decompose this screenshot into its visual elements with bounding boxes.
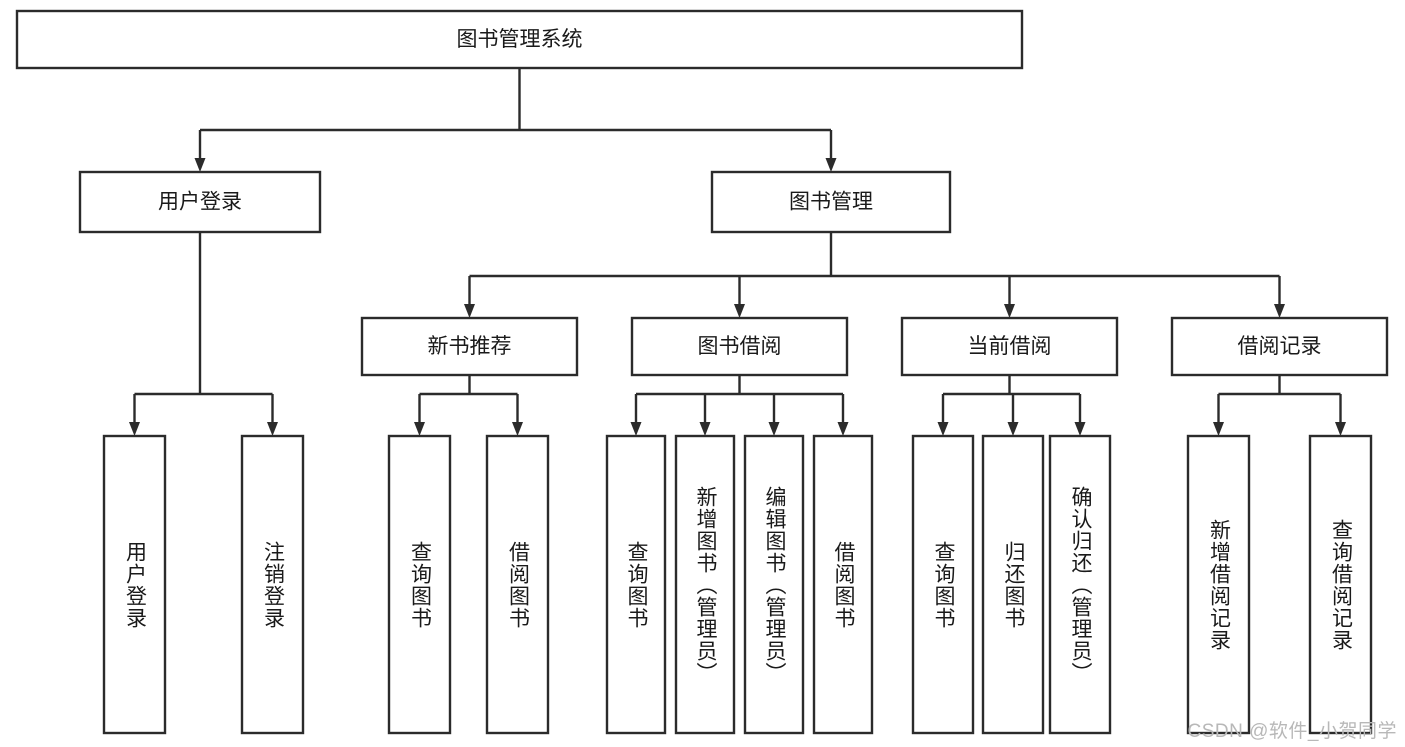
node-root[interactable]: 图书管理系统 <box>15 9 1024 70</box>
node-box-user-login[interactable] <box>78 170 322 234</box>
node-leaf-borrow-book[interactable] <box>812 434 874 735</box>
node-box-leaf-add-borrow-record[interactable] <box>1186 434 1251 735</box>
node-box-leaf-add-book-admin[interactable] <box>674 434 736 735</box>
node-box-leaf-query-book-borrow[interactable] <box>605 434 667 735</box>
node-box-leaf-edit-book-admin[interactable] <box>743 434 805 735</box>
arrow-head-icon <box>699 422 711 436</box>
node-leaf-edit-book-admin[interactable] <box>743 434 805 735</box>
node-label-book-borrow: 图书借阅 <box>698 335 782 358</box>
node-label-new-book-recommend: 新书推荐 <box>428 335 512 358</box>
node-leaf-borrow-book-recommend[interactable] <box>485 434 550 735</box>
node-box-root[interactable] <box>15 9 1024 70</box>
node-user-login[interactable]: 用户登录 <box>78 170 322 234</box>
arrow-head-icon <box>267 422 278 436</box>
arrow-head-icon <box>464 304 475 318</box>
arrow-head-icon <box>194 158 206 172</box>
node-leaf-query-borrow-record[interactable] <box>1308 434 1373 735</box>
node-label-book-management: 图书管理 <box>789 191 873 214</box>
node-leaf-confirm-return-admin[interactable] <box>1048 434 1112 735</box>
node-leaf-add-borrow-record[interactable] <box>1186 434 1251 735</box>
arrow-head-icon <box>512 422 523 436</box>
connector-layer <box>129 68 1346 436</box>
node-label-root: 图书管理系统 <box>457 28 583 51</box>
node-current-borrow[interactable]: 当前借阅 <box>900 316 1119 377</box>
node-leaf-user-login[interactable] <box>102 434 167 735</box>
arrow-head-icon <box>837 422 849 436</box>
node-leaf-query-book-recommend[interactable] <box>387 434 452 735</box>
node-book-management[interactable]: 图书管理 <box>710 170 952 234</box>
arrow-head-icon <box>1074 422 1086 436</box>
node-box-leaf-query-book-recommend[interactable] <box>387 434 452 735</box>
node-box-borrow-records[interactable] <box>1170 316 1389 377</box>
arrow-head-icon <box>1335 422 1346 436</box>
node-box-leaf-query-book-current[interactable] <box>911 434 975 735</box>
arrow-head-icon <box>630 422 642 436</box>
arrow-head-icon <box>1213 422 1224 436</box>
node-box-leaf-return-book[interactable] <box>981 434 1045 735</box>
arrow-head-icon <box>129 422 140 436</box>
node-box-book-borrow[interactable] <box>630 316 849 377</box>
node-leaf-add-book-admin[interactable] <box>674 434 736 735</box>
node-leaf-query-book-borrow[interactable] <box>605 434 667 735</box>
node-box-leaf-user-login[interactable] <box>102 434 167 735</box>
node-book-borrow[interactable]: 图书借阅 <box>630 316 849 377</box>
node-new-book-recommend[interactable]: 新书推荐 <box>360 316 579 377</box>
arrow-head-icon <box>937 422 949 436</box>
node-box-leaf-confirm-return-admin[interactable] <box>1048 434 1112 735</box>
node-box-leaf-borrow-book[interactable] <box>812 434 874 735</box>
arrow-head-icon <box>734 304 745 318</box>
node-box-current-borrow[interactable] <box>900 316 1119 377</box>
node-label-borrow-records: 借阅记录 <box>1238 335 1322 358</box>
arrow-head-icon <box>1274 304 1285 318</box>
node-box-new-book-recommend[interactable] <box>360 316 579 377</box>
arrow-head-icon <box>1007 422 1019 436</box>
arrow-head-icon <box>825 158 837 172</box>
node-label-user-login: 用户登录 <box>158 191 242 214</box>
watermark-text: CSDN @软件_小贺同学 <box>1187 721 1397 742</box>
node-box-leaf-borrow-book-recommend[interactable] <box>485 434 550 735</box>
node-leaf-return-book[interactable] <box>981 434 1045 735</box>
node-borrow-records[interactable]: 借阅记录 <box>1170 316 1389 377</box>
node-box-book-management[interactable] <box>710 170 952 234</box>
arrow-head-icon <box>1004 304 1015 318</box>
node-box-leaf-query-borrow-record[interactable] <box>1308 434 1373 735</box>
arrow-head-icon <box>768 422 780 436</box>
arrow-head-icon <box>414 422 425 436</box>
node-leaf-logout[interactable] <box>240 434 305 735</box>
node-leaf-query-book-current[interactable] <box>911 434 975 735</box>
node-label-current-borrow: 当前借阅 <box>968 335 1052 358</box>
node-box-leaf-logout[interactable] <box>240 434 305 735</box>
